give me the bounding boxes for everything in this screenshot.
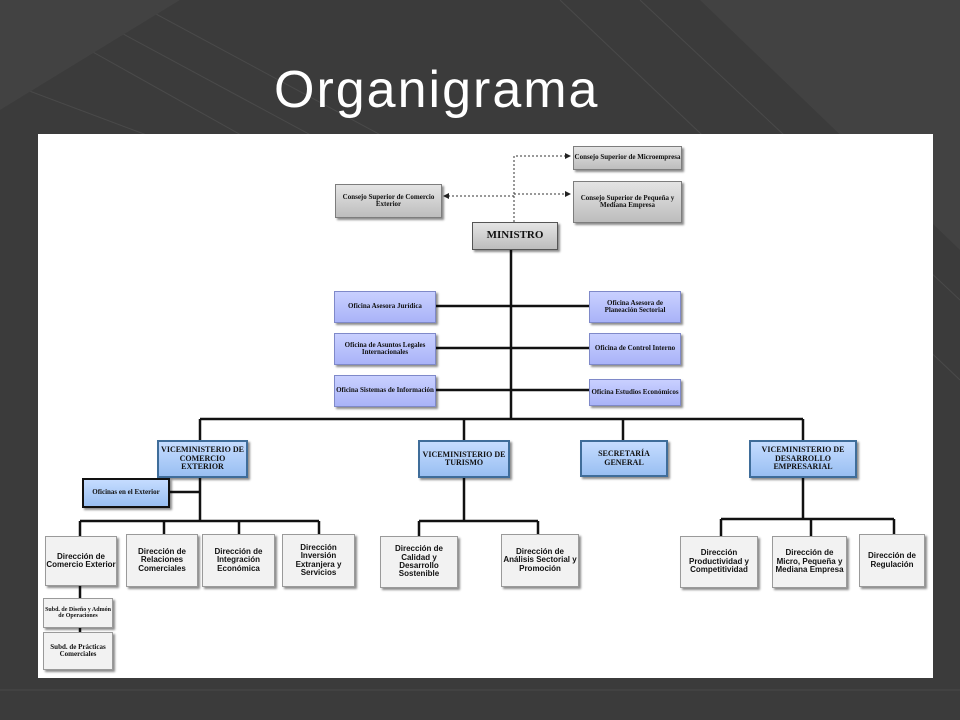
node-dir-analisis: Dirección de Análisis Sectorial y Promoc…	[501, 534, 579, 587]
office-estudios: Oficina Estudios Económicos	[589, 379, 681, 406]
office-control-interno: Oficina de Control Interno	[589, 333, 681, 365]
office-sistemas: Oficina Sistemas de Información	[334, 375, 436, 407]
node-dir-regulacion: Dirección de Regulación	[859, 534, 925, 587]
node-oficinas-exterior: Oficinas en el Exterior	[82, 478, 170, 508]
node-dir-relaciones-comerciales: Dirección de Relaciones Comerciales	[126, 534, 198, 587]
node-dir-calidad: Dirección de Calidad y Desarrollo Sosten…	[380, 536, 458, 588]
council-pyme: Consejo Superior de Pequeña y Mediana Em…	[573, 181, 682, 223]
node-dir-inversion-extranjera: Dirección Inversión Extranjera y Servici…	[282, 534, 355, 587]
node-viceministerio-turismo: VICEMINISTERIO DE TURISMO	[418, 440, 510, 478]
node-ministro: MINISTRO	[472, 222, 558, 250]
node-dir-comercio-exterior: Dirección de Comercio Exterior	[45, 536, 117, 586]
office-planeacion: Oficina Asesora de Planeación Sectorial	[589, 291, 681, 323]
node-viceministerio-desarrollo: VICEMINISTERIO DE DESARROLLO EMPRESARIAL	[749, 440, 857, 478]
slide-title: Organigrama	[274, 61, 600, 119]
council-microempresa: Consejo Superior de Microempresa	[573, 146, 682, 170]
council-comercio-exterior: Consejo Superior de Comercio Exterior	[335, 184, 442, 218]
connector-lines	[78, 153, 896, 632]
node-dir-productividad: Dirección Productividad y Competitividad	[680, 536, 758, 588]
node-secretaria-general: SECRETARÍA GENERAL	[580, 440, 668, 477]
node-dir-mipyme: Dirección de Micro, Pequeña y Mediana Em…	[772, 536, 847, 588]
node-subd-practicas: Subd. de Prácticas Comerciales	[43, 632, 113, 670]
node-dir-integracion-economica: Dirección de Integración Económica	[202, 534, 275, 587]
office-asuntos-legales: Oficina de Asuntos Legales Internacional…	[334, 333, 436, 365]
org-chart-canvas: Consejo Superior de Microempresa Consejo…	[38, 134, 933, 678]
node-viceministerio-comercio: VICEMINISTERIO DE COMERCIO EXTERIOR	[157, 440, 248, 478]
office-juridica: Oficina Asesora Jurídica	[334, 291, 436, 323]
node-subd-diseno: Subd. de Diseño y Admón de Operaciones	[43, 598, 113, 628]
